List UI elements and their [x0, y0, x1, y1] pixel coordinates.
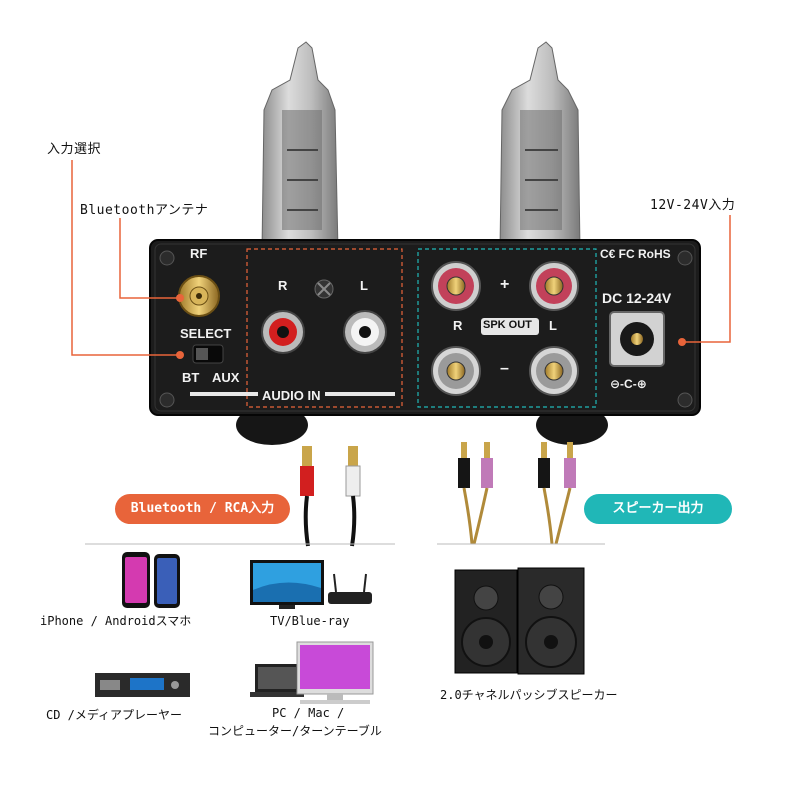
spk-out-label-box	[481, 318, 539, 335]
speakers-caption: 2.0チャネルパッシブスピーカー	[440, 688, 618, 702]
speaker-terminal-l-minus[interactable]	[529, 346, 579, 396]
speaker-cable-left	[538, 442, 576, 545]
input-select-switch[interactable]	[192, 344, 224, 364]
rca-jack-left[interactable]	[343, 310, 387, 354]
pc-caption-line2: コンピューター/ターンテーブル	[208, 724, 382, 738]
tv-caption: TV/Blue-ray	[270, 614, 350, 628]
rca-cable-red	[300, 446, 314, 547]
amplifier-illustration	[149, 41, 701, 445]
vacuum-tube-left	[261, 41, 339, 251]
tv-icon	[250, 560, 324, 609]
cd-player-icon	[95, 673, 190, 697]
callout-lines	[71, 160, 731, 359]
cd-caption: CD /メディアプレーヤー	[46, 708, 183, 722]
bt-label: BT	[182, 370, 200, 385]
bluetooth-antenna-callout: Bluetoothアンテナ	[80, 203, 209, 218]
smartphone-icon	[122, 552, 180, 608]
pc-caption-line1: PC / Mac /	[272, 706, 345, 720]
dc-voltage-label: DC 12-24V	[602, 290, 672, 306]
vacuum-tube-right	[499, 41, 581, 251]
devices-illustration	[95, 552, 585, 704]
input-select-callout: 入力選択	[47, 142, 102, 157]
speaker-terminal-l-plus[interactable]	[529, 261, 579, 311]
rca-jack-right[interactable]	[261, 310, 305, 354]
speaker-terminal-r-plus[interactable]	[431, 261, 481, 311]
router-icon	[328, 573, 372, 604]
center-screw	[314, 279, 334, 299]
output-section-pill: スピーカー出力	[584, 494, 732, 524]
antenna-connector[interactable]	[178, 275, 220, 317]
dc-power-jack[interactable]	[609, 311, 665, 367]
plus-label: +	[500, 276, 510, 293]
phone-caption: iPhone / Androidスマホ	[40, 614, 192, 628]
speaker-pair-icon	[454, 567, 585, 675]
power-input-callout: 12V-24V入力	[650, 198, 736, 213]
rf-label: RF	[190, 246, 208, 261]
monitor-icon	[296, 641, 374, 704]
spk-l-label: L	[549, 318, 557, 333]
speaker-terminal-r-minus[interactable]	[431, 346, 481, 396]
minus-label: –	[500, 360, 509, 377]
select-label: SELECT	[180, 326, 232, 341]
certification-marks: C€ FC RoHS	[600, 247, 671, 261]
rca-cable-white	[345, 446, 361, 547]
cables-illustration	[85, 442, 605, 547]
spk-out-label: SPK OUT	[483, 319, 532, 331]
laptop-icon	[250, 664, 304, 697]
dc-polarity-symbol: ⊖-C-⊕	[610, 377, 647, 391]
rca-l-label: L	[360, 278, 368, 293]
rca-r-label: R	[278, 278, 288, 293]
audio-in-label: AUDIO IN	[258, 388, 325, 403]
audio-in-frame	[246, 248, 403, 408]
aux-label: AUX	[212, 370, 240, 385]
spk-r-label: R	[453, 318, 463, 333]
speaker-cable-right	[458, 442, 493, 545]
input-section-pill: Bluetooth / RCA入力	[115, 494, 290, 524]
